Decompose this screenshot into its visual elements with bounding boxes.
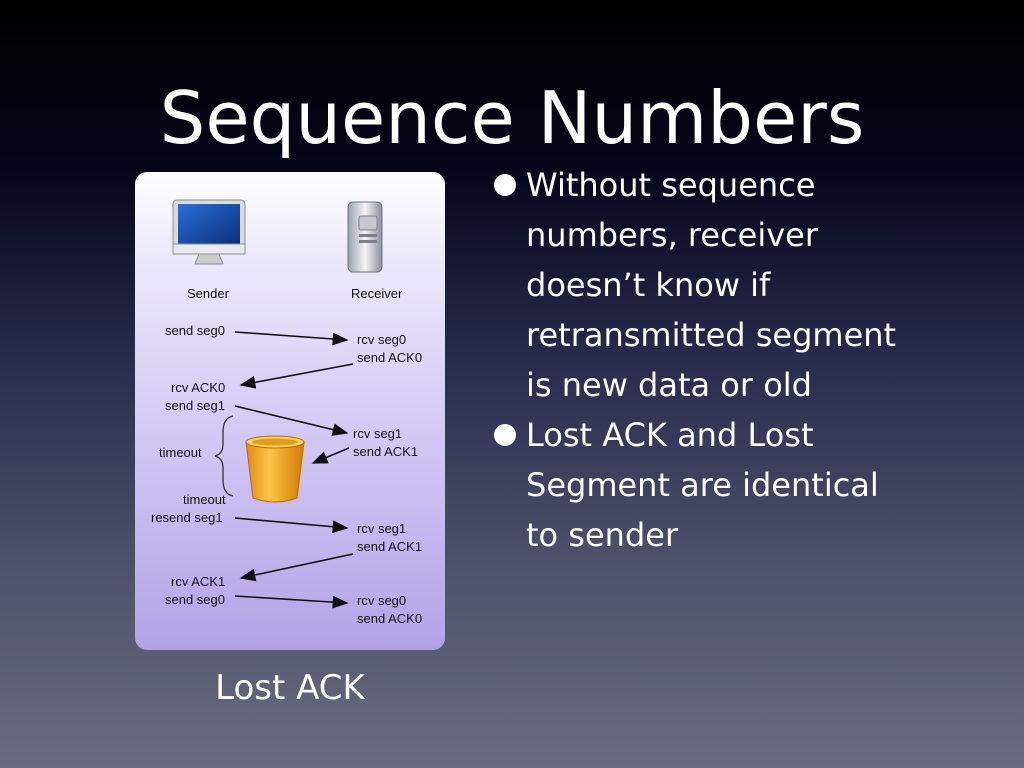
receiver-event: rcv seg0 — [357, 332, 406, 347]
bullet-dot-icon — [494, 174, 516, 196]
receiver-event: rcv seg1 — [353, 426, 402, 441]
message-arrow-ack1 — [239, 553, 354, 582]
sender-event: send seg1 — [165, 398, 225, 413]
timeout-bracket — [214, 415, 234, 497]
bullet-text: Lost ACK and Lost Segment are identical … — [526, 416, 879, 554]
sender-event: rcv ACK1 — [171, 574, 225, 589]
bullet-text: Without sequence numbers, receiver doesn… — [526, 166, 897, 404]
message-arrow-seg0 — [234, 331, 349, 346]
message-arrow-ack0 — [239, 363, 354, 389]
lost-ack-diagram: Sender Receiver send seg0 rcv ACK0 send … — [135, 172, 445, 650]
bullet-list: Without sequence numbers, receiver doesn… — [490, 160, 910, 560]
sender-event: timeout — [159, 445, 202, 460]
desktop-computer-icon — [172, 199, 246, 265]
trash-bucket-icon — [245, 435, 305, 503]
receiver-label: Receiver — [351, 286, 403, 301]
receiver-event: send ACK0 — [357, 350, 422, 365]
sender-event: send seg0 — [165, 592, 225, 607]
message-arrow-seg0-again — [234, 595, 349, 609]
message-arrow-resend-seg1 — [234, 517, 349, 534]
server-tower-icon — [347, 201, 383, 273]
receiver-event: send ACK1 — [357, 539, 422, 554]
diagram-canvas: Sender Receiver send seg0 rcv ACK0 send … — [151, 199, 422, 626]
receiver-event: send ACK1 — [353, 444, 418, 459]
receiver-event: send ACK0 — [357, 611, 422, 626]
sender-label: Sender — [187, 286, 230, 301]
slide-title: Sequence Numbers — [159, 76, 865, 160]
sender-event: timeout — [183, 492, 226, 507]
bullet-item: Without sequence numbers, receiver doesn… — [490, 160, 910, 410]
sender-event: send seg0 — [165, 323, 225, 338]
diagram-caption: Lost ACK — [215, 668, 365, 708]
bullet-item: Lost ACK and Lost Segment are identical … — [490, 410, 910, 560]
receiver-event: rcv seg1 — [357, 521, 406, 536]
message-arrow-seg1 — [234, 405, 349, 436]
bullet-dot-icon — [494, 424, 516, 446]
receiver-event: rcv seg0 — [357, 593, 406, 608]
sender-event: resend seg1 — [151, 510, 223, 525]
sender-event: rcv ACK0 — [171, 380, 225, 395]
message-arrow-ack1-lost — [311, 447, 350, 464]
